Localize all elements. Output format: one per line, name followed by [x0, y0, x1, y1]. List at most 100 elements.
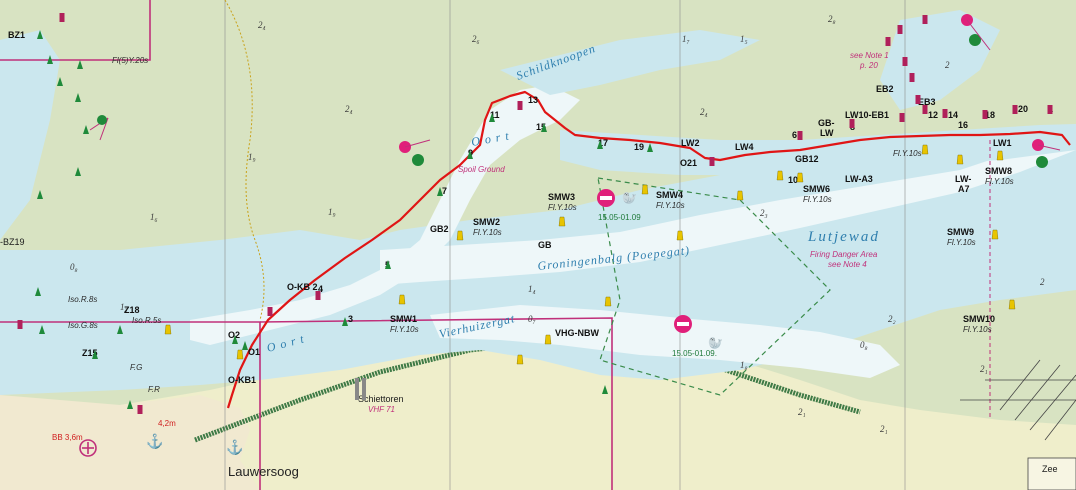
label-bb-depth: BB 3,6m	[52, 433, 83, 442]
buoy-red-can	[897, 25, 903, 34]
buoy-green-conical	[37, 30, 43, 39]
svg-text:SMW9: SMW9	[947, 227, 974, 237]
svg-text:Iso.R.5s: Iso.R.5s	[132, 316, 161, 325]
label-vhf: VHF 71	[368, 405, 395, 414]
buoy-green-conical	[232, 335, 238, 344]
svg-text:EB3: EB3	[918, 97, 936, 107]
buoy-green-conical	[541, 123, 547, 132]
buoy-yellow-special	[736, 190, 744, 201]
buoy-yellow-special	[641, 184, 649, 195]
svg-text:4: 4	[318, 284, 323, 294]
buoy-green-conical	[75, 167, 81, 176]
buoy-red-can	[17, 320, 23, 329]
buoy-red-can	[909, 73, 915, 82]
label-zee: Zee	[1042, 464, 1058, 474]
svg-text:2₁: 2₁	[980, 364, 988, 374]
buoy-numbers: 3 4 5 7 9 11 13 15 17 19 6 8 12 14 16 18…	[318, 95, 1053, 324]
hatched-area	[960, 359, 1076, 441]
buoy-red-can	[902, 57, 908, 66]
svg-text:2₃: 2₃	[760, 208, 768, 218]
svg-text:1₃: 1₃	[120, 302, 128, 312]
svg-text:O21: O21	[680, 158, 697, 168]
label-note1-page: p. 20	[859, 61, 878, 70]
svg-text:11: 11	[490, 110, 500, 120]
buoy-red-can	[517, 101, 523, 110]
dike-line	[194, 337, 861, 443]
buoy-green-conical	[35, 287, 41, 296]
svg-text:Fl(5)Y.20s: Fl(5)Y.20s	[112, 56, 148, 65]
buoy-green-conical	[127, 400, 133, 409]
buoy-yellow-special	[604, 296, 612, 307]
svg-text:SMW6: SMW6	[803, 184, 830, 194]
buoy-green-conical	[242, 341, 248, 350]
svg-text:1₅: 1₅	[740, 34, 748, 44]
svg-text:GB12: GB12	[795, 154, 819, 164]
buoy-green-conical	[83, 125, 89, 134]
beacon-east	[1032, 139, 1061, 168]
svg-text:F.G: F.G	[130, 363, 142, 372]
svg-text:LW-: LW-	[955, 174, 971, 184]
beacon-ne	[961, 14, 991, 51]
svg-text:17: 17	[598, 138, 608, 148]
buoy-red-can	[797, 131, 803, 140]
svg-text:BZ1: BZ1	[8, 30, 25, 40]
buoy-yellow-special	[516, 354, 524, 365]
svg-text:GB2: GB2	[430, 224, 449, 234]
svg-text:19: 19	[634, 142, 644, 152]
channel-deep-vierhuizergat	[430, 305, 900, 378]
svg-text:GB: GB	[538, 240, 552, 250]
buoy-green-conical	[385, 260, 391, 269]
svg-text:SMW4: SMW4	[656, 190, 683, 200]
buoy-smw8: SMW8 Fl.Y.10s	[985, 166, 1014, 186]
label-see-note-4: see Note 4	[828, 260, 867, 269]
svg-text:Fl.Y.10s: Fl.Y.10s	[656, 201, 685, 210]
svg-text:15: 15	[536, 122, 546, 132]
svg-text:Fl.Y.10s: Fl.Y.10s	[548, 203, 577, 212]
svg-text:F.R: F.R	[148, 385, 160, 394]
svg-text:1₄: 1₄	[528, 284, 536, 294]
buoy-red-can	[849, 119, 855, 128]
svg-text:0₇: 0₇	[528, 314, 536, 324]
svg-text:1₆: 1₆	[150, 212, 158, 222]
svg-text:⚓: ⚓	[226, 439, 243, 456]
buoy-green-conical	[117, 325, 123, 334]
svg-text:SMW1: SMW1	[390, 314, 417, 324]
svg-text:2₁: 2₁	[798, 407, 806, 417]
channel-ne	[880, 10, 1000, 110]
label-seal-period-south: 15.05-01.09.	[672, 349, 717, 358]
svg-text:2₁: 2₁	[880, 424, 888, 434]
mark-labels: GB2 GB LW2 LW4 O21 GB12 GB- LW LW-A3 Fl.…	[0, 30, 1012, 394]
svg-text:A7: A7	[958, 184, 970, 194]
buoy-green-conical	[92, 350, 98, 359]
channel-east-branch	[560, 124, 1076, 175]
svg-text:Iso.R.8s: Iso.R.8s	[68, 295, 97, 304]
svg-text:O2: O2	[228, 330, 240, 340]
buoy-green-conical	[467, 150, 473, 159]
svg-text:7: 7	[442, 186, 447, 196]
svg-text:1₉: 1₉	[328, 207, 336, 217]
svg-text:Fl.Y.10s: Fl.Y.10s	[473, 228, 502, 237]
buoy-green-conical	[489, 113, 495, 122]
buoy-yellow-special	[956, 154, 964, 165]
svg-text:2₄: 2₄	[345, 104, 353, 114]
buoy-red-can	[59, 13, 65, 22]
svg-text:Fl.Y.10s: Fl.Y.10s	[803, 195, 832, 204]
buoy-yellow-special	[796, 172, 804, 183]
channel-schildknoopen	[500, 30, 760, 95]
svg-text:2: 2	[1040, 277, 1045, 287]
svg-text:-BZ19: -BZ19	[0, 237, 25, 247]
label-depth-42: 4,2m	[158, 419, 176, 428]
buoy-green-conical	[602, 385, 608, 394]
label-seal-period-north: 15.05-01.09	[598, 213, 641, 222]
seal-icon-north: 🦭	[622, 191, 637, 205]
svg-text:2₄: 2₄	[700, 107, 708, 117]
svg-text:2₄: 2₄	[258, 20, 266, 30]
svg-text:EB2: EB2	[876, 84, 894, 94]
buoy-yellow-special	[236, 349, 244, 360]
svg-text:0₈: 0₈	[70, 262, 78, 272]
buoy-smw9: SMW9 Fl.Y.10s	[947, 227, 976, 247]
beacon-west	[89, 115, 109, 141]
buoy-yellow-special	[456, 230, 464, 241]
svg-text:10: 10	[788, 175, 798, 185]
buoy-yellow-special	[921, 144, 929, 155]
